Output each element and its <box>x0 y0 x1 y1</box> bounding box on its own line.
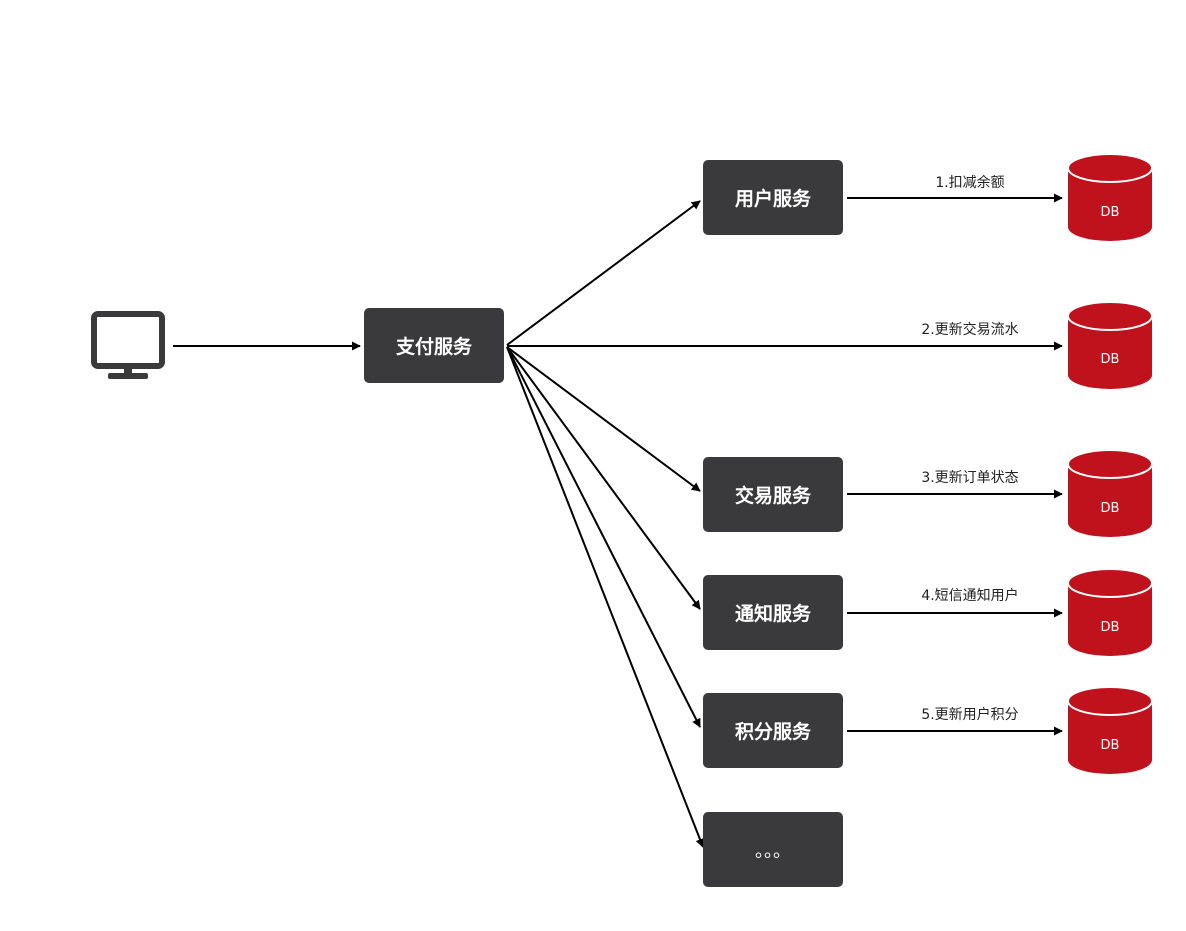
trade-service-node: 交易服务 <box>703 457 843 532</box>
edge-label-points: 5.更新用户积分 <box>921 706 1018 723</box>
points-service-label: 积分服务 <box>735 720 812 743</box>
notify-service-label: 通知服务 <box>735 602 812 625</box>
gateway-to-notify-arrow <box>506 346 701 610</box>
db-user: DB <box>1067 153 1153 241</box>
db-notify-label: DB <box>1101 620 1120 635</box>
user-service-node: 用户服务 <box>703 160 843 235</box>
points-service-node: 积分服务 <box>703 693 843 768</box>
db-points: DB <box>1067 686 1153 774</box>
more-services-label: 。。。 <box>755 841 791 862</box>
edge-label-sms: 4.短信通知用户 <box>921 587 1018 604</box>
notify-service-node: 通知服务 <box>703 575 843 650</box>
db-user-label: DB <box>1101 205 1120 220</box>
gateway-label: 支付服务 <box>395 335 473 358</box>
db-notify: DB <box>1067 568 1153 656</box>
gateway-to-trade-arrow <box>506 346 701 492</box>
monitor-icon <box>91 311 165 379</box>
db-flow: DB <box>1067 301 1153 389</box>
gateway-node: 支付服务 <box>364 308 504 383</box>
db-flow-label: DB <box>1101 352 1120 367</box>
edge-label-order: 3.更新订单状态 <box>921 470 1018 486</box>
trade-service-label: 交易服务 <box>735 484 812 507</box>
gateway-to-points-arrow <box>506 346 701 728</box>
db-trade-label: DB <box>1101 501 1120 516</box>
db-points-label: DB <box>1101 738 1120 753</box>
gateway-to-user-arrow <box>506 200 701 346</box>
user-service-label: 用户服务 <box>735 187 812 210</box>
edge-label-flow: 2.更新交易流水 <box>921 321 1018 338</box>
gateway-to-more-arrow <box>506 346 705 848</box>
edge-label-deduct: 1.扣减余额 <box>935 174 1004 191</box>
more-services-node: 。。。 <box>703 812 843 887</box>
db-trade: DB <box>1067 449 1153 537</box>
